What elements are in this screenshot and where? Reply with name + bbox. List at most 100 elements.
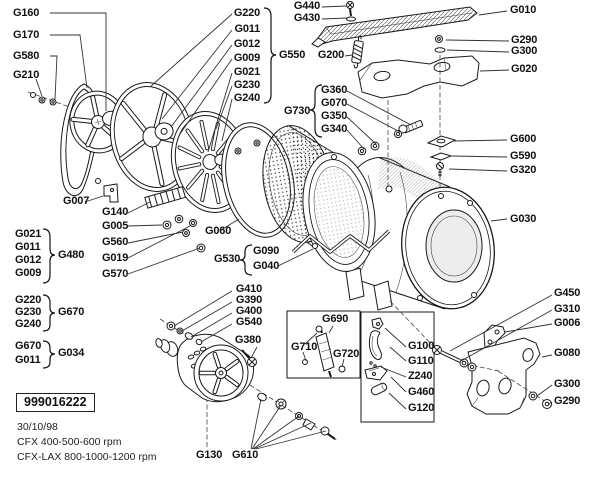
brace-g034 [42,340,56,369]
motor-screw-g380 [241,349,257,367]
tub-mount-lug [373,280,393,311]
part-label-g430: G430 [293,12,320,24]
part-label-g160: G160 [13,7,40,19]
part-label-g460: G460 [408,386,435,398]
counterweight-bracket-g080 [466,337,541,415]
tub-cross-wire [291,229,391,254]
part-label-g730: G730 [284,105,311,117]
part-label-g010: G010 [510,4,537,16]
part-label-g600: G600 [510,133,537,145]
part-label-g090: G090 [253,245,280,257]
part-label-g034: G034 [58,347,85,359]
part-label-g360: G360 [321,84,348,96]
part-label-g220: G220 [15,294,42,306]
part-label-g012: G012 [15,254,42,266]
part-label-g011: G011 [15,241,41,253]
part-label-g210: G210 [13,69,40,81]
part-label-g400: G400 [235,305,262,317]
brace-g550 [263,7,277,104]
suspension-spring-g200 [351,35,364,69]
part-label-g310: G310 [554,303,581,315]
leader-lines [35,5,553,450]
pulley-axis-fixings [30,92,57,106]
part-label-g110: G110 [408,355,434,367]
brace-g730 [309,84,323,138]
part-label-g340: G340 [321,123,348,135]
part-label-g012: G012 [233,38,260,50]
part-label-g670: G670 [15,340,42,352]
brace-g530 [239,244,253,276]
part-label-g690: G690 [322,313,349,325]
part-label-g009: G009 [15,267,42,279]
part-label-g030: G030 [510,213,537,225]
counterweight-top-g020 [357,55,480,99]
part-label-g021: G021 [233,66,260,78]
part-label-g240: G240 [15,318,42,330]
counterweight-wedge-g140 [144,186,186,209]
part-label-g020: G020 [511,63,538,75]
part-label-g100: G100 [408,340,435,352]
document-number: 999016222 [24,395,87,409]
part-label-g040: G040 [253,260,280,272]
tub-fixing-bolt-group [357,119,424,156]
part-label-g450: G450 [554,287,581,299]
part-label-g320: G320 [510,164,537,176]
part-label-g580: G580 [13,50,40,62]
motor-g130 [155,333,254,403]
part-label-g011: G011 [15,354,41,366]
part-label-g440: G440 [293,0,320,12]
part-label-g720: G720 [333,348,360,360]
part-label-g021: G021 [15,228,42,240]
part-label-g530: G530 [214,253,241,265]
part-label-g007: G007 [63,195,90,207]
part-label-g350: G350 [321,110,348,122]
pulley-large-spokes [119,92,192,187]
model-line-2: CFX-LAX 800-1000-1200 rpm [17,451,157,463]
part-label-g710: G710 [291,341,318,353]
part-label-g410: G410 [235,283,262,295]
part-label-g290: G290 [511,34,538,46]
part-label-g170: G170 [13,29,40,41]
motor-fan-face [193,344,249,402]
part-label-g480: G480 [58,249,85,261]
part-label-g300: G300 [554,378,581,390]
seal-kit-box [360,311,435,423]
part-label-g060: G060 [205,225,232,237]
screw-g440-washer-g430 [346,1,356,22]
group-braces [42,7,323,369]
part-label-g120: G120 [408,402,435,414]
shock-absorber-box-g690 [286,310,361,379]
part-label-g550: G550 [279,49,306,61]
part-label-g130: G130 [196,449,223,461]
part-label-g080: G080 [554,347,581,359]
small-bracket-g007 [95,178,119,203]
part-label-g011: G011 [234,23,260,35]
part-label-g005: G005 [102,220,129,232]
part-label-g590: G590 [510,150,537,162]
part-label-g570: G570 [102,268,129,280]
part-label-g070: G070 [321,97,348,109]
part-label-g540: G540 [235,316,262,328]
part-label-g009: G009 [233,52,260,64]
fastener-cluster [162,214,206,253]
top-rail-strip-g010 [311,6,478,48]
part-label-g390: G390 [235,294,262,306]
part-label-g019: G019 [102,252,129,264]
document-date: 30/10/98 [17,421,58,433]
brace-g670 [42,294,56,332]
part-label-g670: G670 [58,306,85,318]
part-label-g140: G140 [102,206,129,218]
part-label-g230: G230 [15,306,42,318]
part-label-g006: G006 [554,317,581,329]
motor-shaft-pulley [155,338,179,357]
part-label-g220: G220 [233,7,260,19]
part-label-g300: G300 [511,45,538,57]
part-label-g240: G240 [233,92,260,104]
brace-g480 [42,228,56,284]
document-number-box: 999016222 [16,393,95,412]
part-label-g560: G560 [102,236,129,248]
part-label-g200: G200 [317,49,344,61]
